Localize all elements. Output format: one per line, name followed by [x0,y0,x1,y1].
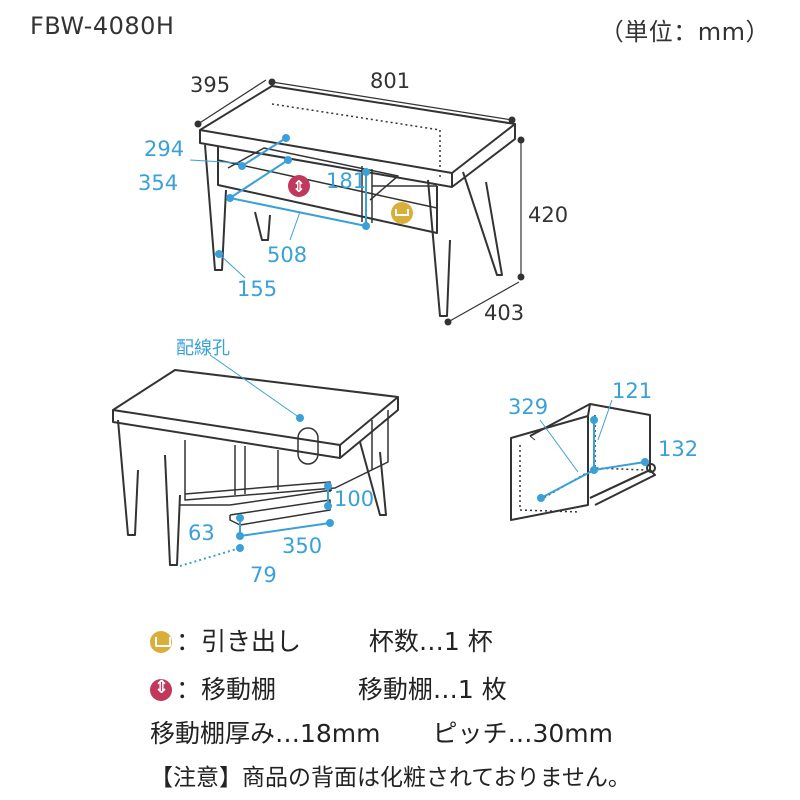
shelf-thickness: 移動棚厚み…18mm [150,719,381,748]
dim-back-63: 63 [188,521,215,545]
model-number: FBW-4080H [30,12,175,40]
unit-label: （単位：mm） [599,18,770,46]
cable-hole-label: 配線孔 [176,338,230,359]
dim-drawer-121: 121 [612,379,652,403]
front-view-table [199,85,516,317]
dim-shelf-height: 181 [326,169,366,193]
dim-back-100: 100 [334,487,374,511]
legend-drawer: ：引き出し 杯数…1 杯 [150,622,493,658]
dim-depth-base: 403 [484,301,524,325]
drawer-view [510,403,656,521]
drawer-badge-icon [391,202,413,224]
dim-drawer-132: 132 [658,437,698,461]
dim-drawer-329: 329 [508,395,548,419]
shelf-badge-icon: ⇕ [288,175,310,197]
drawer-badge-icon [150,631,172,653]
legend-shelf: ：移動棚 移動棚…1 枚 [150,670,507,706]
legend-shelf-count: 移動棚…1 枚 [357,675,507,704]
legend-specs: 移動棚厚み…18mm ピッチ…30mm [150,714,613,750]
legend-shelf-label: ：移動棚 [176,675,277,704]
dim-leg-clearance: 155 [237,277,277,301]
back-finish-note: 【注意】商品の背面は化粧されておりません。 [150,765,631,791]
back-view-table [112,369,399,566]
dim-back-350: 350 [282,534,322,558]
dim-inner-width: 508 [267,243,307,267]
dim-inner-depth: 294 [144,137,184,161]
dim-back-79: 79 [250,563,277,587]
legend-drawer-count: 杯数…1 杯 [368,627,493,656]
dim-depth-top: 395 [190,73,230,97]
dim-inner-height: 354 [138,171,178,195]
dim-width-top: 801 [370,69,410,93]
shelf-badge-icon [150,677,172,701]
legend-drawer-label: ：引き出し [176,627,302,656]
dim-height: 420 [528,203,568,227]
dimension-diagram: ⇕ 395 801 420 403 294 354 181 508 155 配線… [112,69,698,587]
svg-text:⇕: ⇕ [292,177,305,196]
shelf-pitch: ピッチ…30mm [432,719,613,748]
